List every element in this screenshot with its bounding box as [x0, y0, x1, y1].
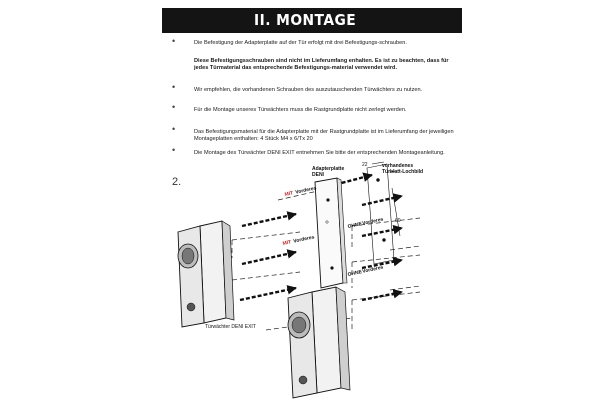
hole-pattern	[366, 161, 401, 265]
svg-text:OHNE: OHNE	[347, 221, 363, 230]
dimension-top: 22	[362, 162, 368, 168]
label-ohne-1: OHNE Vorderes	[347, 216, 384, 229]
bullet-6: •	[172, 145, 176, 155]
svg-text:Vorderes: Vorderes	[362, 216, 384, 226]
label-ohne-2: OHNE Vorderes	[347, 264, 384, 277]
paragraph-3: Wir empfehlen, die vorhandenen Schrauben…	[194, 87, 423, 93]
paragraph-5: Das Befestigungsmaterial für die Adapter…	[194, 129, 454, 142]
svg-text:Vorderes: Vorderes	[295, 185, 317, 195]
dimension-side: 60	[395, 218, 401, 224]
bullet-3: •	[172, 82, 176, 92]
svg-text:OHNE: OHNE	[347, 269, 363, 278]
step-number: 2.	[172, 176, 182, 188]
adapter-plate	[314, 177, 348, 289]
label-mit-2: MIT Vorderes	[282, 234, 315, 247]
paragraph-1: Die Befestigung der Adapterplatte auf de…	[194, 40, 407, 46]
bullet-1: •	[172, 36, 176, 46]
label-adapter-line2: DENI	[312, 172, 325, 178]
svg-text:MIT: MIT	[284, 190, 294, 198]
paragraph-2: Diese Befestigungsschrauben sind nicht i…	[194, 58, 449, 71]
door-guard-device-2	[287, 286, 351, 399]
svg-text:Vorderes: Vorderes	[362, 264, 384, 274]
svg-text:MIT: MIT	[282, 239, 292, 247]
label-adapter-line1: Adapterplatte	[312, 166, 344, 172]
bullet-5: •	[172, 124, 176, 134]
section-title-bar: II. MONTAGE	[162, 8, 462, 33]
label-vorhandenes-line1: vorhandenes	[382, 163, 413, 169]
section-title: II. MONTAGE	[254, 11, 357, 29]
paragraph-6: Die Montage des Türwächter DENI EXIT ent…	[194, 150, 445, 156]
label-vorhandenes-line2: Türblatt-Lochbild	[382, 169, 423, 175]
svg-text:Vorderes: Vorderes	[293, 234, 315, 244]
label-device: Türwächter DENI EXIT	[205, 324, 256, 330]
label-mit-1: MIT Vorderes	[284, 185, 317, 198]
bullet-4: •	[172, 102, 176, 112]
paragraph-4: Für die Montage unseres Türwächters muss…	[194, 107, 407, 113]
door-guard-device-1	[177, 220, 235, 328]
